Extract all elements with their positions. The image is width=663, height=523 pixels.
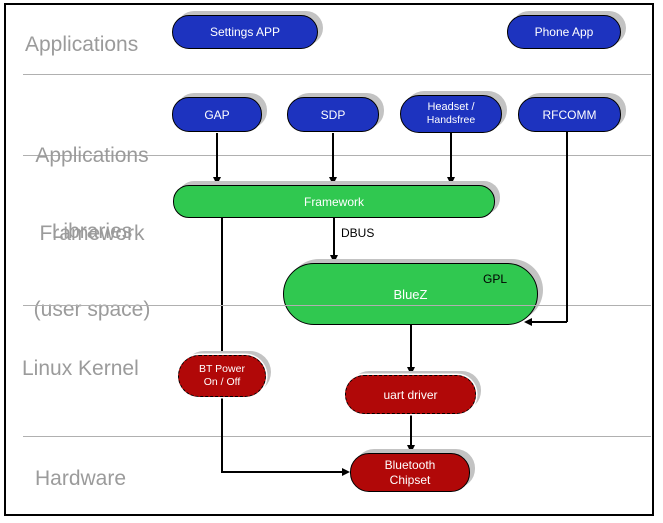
arrowhead-icon [447, 177, 455, 185]
layer-label-hardware: Hardware [35, 467, 127, 490]
node-label: Headset / [427, 101, 475, 113]
node-label: BlueZ [393, 286, 428, 302]
edge-framework-chipset-horizontal [221, 471, 343, 473]
arrowhead-icon [407, 367, 415, 375]
layer-label-libraries: Libraries (user space) [8, 167, 176, 375]
edge-sdp-framework [332, 133, 334, 178]
node-label: BT Power [199, 363, 245, 375]
gpl-badge: GPL [482, 272, 507, 286]
node-label: Bluetooth [384, 457, 436, 472]
layer-label-applications: Applications [25, 33, 139, 56]
node-bt-power: BT Power On / Off [178, 355, 266, 397]
node-headset-handsfree: Headset / Handsfree [400, 95, 502, 133]
node-label: Phone App [534, 25, 594, 39]
node-uart-driver: uart driver [345, 375, 476, 414]
layer-label-linux-kernel: Linux Kernel [22, 357, 139, 380]
node-label: On / Off [203, 376, 241, 388]
node-framework: Framework [173, 185, 495, 218]
arrowhead-icon [407, 445, 415, 453]
layer-label-applications-framework: Applications Framework [18, 91, 166, 299]
edge-headset-framework [450, 132, 452, 178]
separator-applications [23, 74, 651, 75]
layer-label-line: Framework [39, 222, 145, 245]
node-rfcomm: RFCOMM [518, 97, 621, 132]
node-label: SDP [320, 107, 346, 122]
node-label: Settings APP [209, 25, 281, 39]
edge-framework-chipset-vertical [221, 217, 223, 472]
node-bluetooth-chipset: Bluetooth Chipset [350, 453, 470, 492]
separator-framework [23, 155, 651, 156]
edge-gap-framework [216, 133, 218, 178]
node-gap: GAP [172, 97, 262, 132]
node-label: uart driver [383, 387, 438, 402]
diagram-border [4, 3, 654, 516]
node-label: RFCOMM [542, 107, 597, 122]
node-label: Handsfree [426, 114, 476, 126]
edge-bluez-uart [410, 325, 412, 368]
arrowhead-icon [329, 177, 337, 185]
node-phone-app: Phone App [507, 15, 621, 49]
node-label: Chipset [389, 472, 431, 487]
layer-label-line: Applications [35, 144, 149, 167]
edge-framework-bluez [333, 217, 335, 256]
node-label: Framework [303, 194, 364, 209]
edge-rfcomm-bluez-horizontal [531, 321, 567, 323]
edge-uart-chipset [410, 413, 412, 446]
edge-rfcomm-bluez-vertical [566, 131, 568, 322]
node-settings-app: Settings APP [172, 15, 318, 49]
layer-label-line: Libraries [51, 220, 133, 243]
separator-libraries [23, 305, 651, 306]
arrowhead-icon [524, 318, 532, 326]
node-label: GAP [204, 107, 230, 122]
arrowhead-icon [330, 255, 338, 263]
layer-label-line: (user space) [33, 298, 151, 321]
node-bluez: GPL BlueZ [283, 263, 538, 325]
separator-kernel [23, 436, 651, 437]
edge-label-dbus: DBUS [341, 226, 375, 240]
node-sdp: SDP [287, 97, 379, 132]
arrowhead-icon [213, 177, 221, 185]
arrowhead-icon [342, 468, 350, 476]
